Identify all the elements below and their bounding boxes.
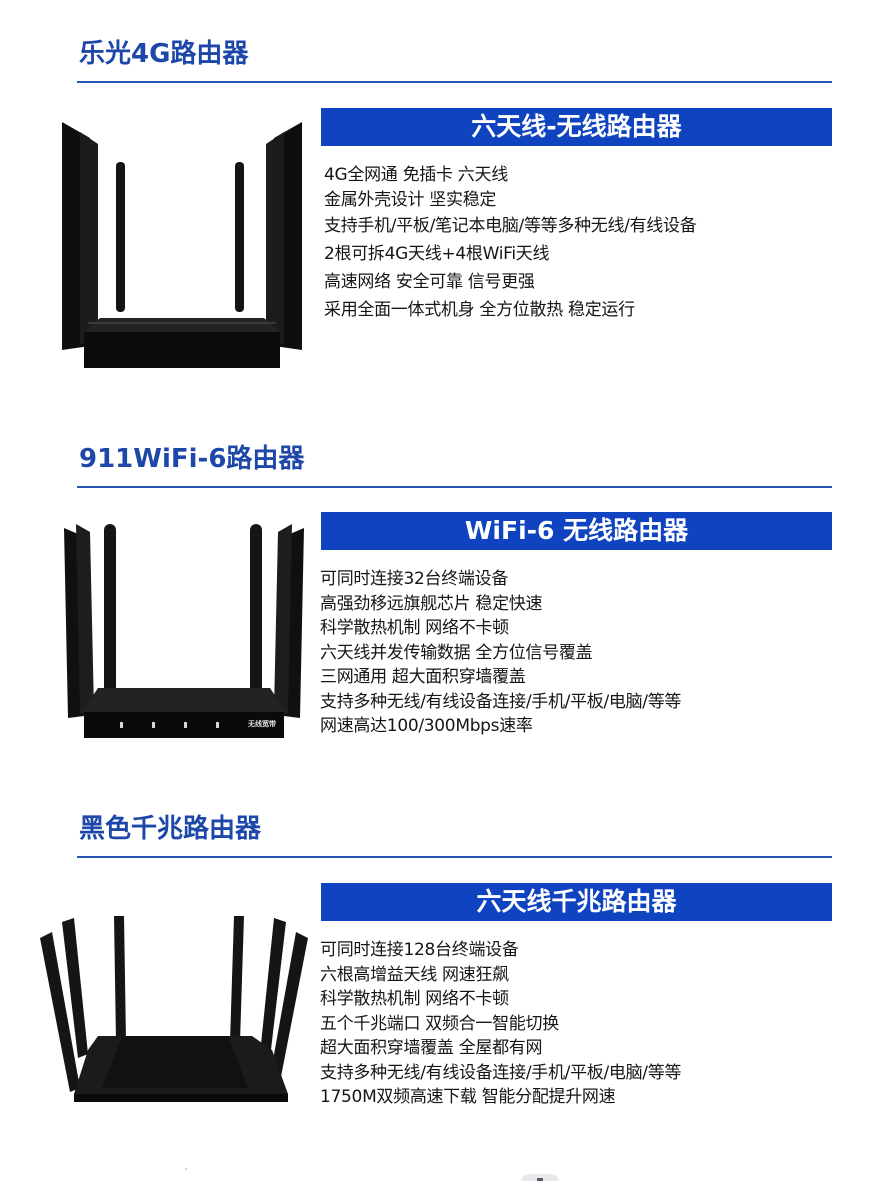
feature-item: 超大面积穿墙覆盖 全屋都有网 — [320, 1038, 543, 1058]
feature-item: 可同时连接32台终端设备 — [320, 569, 509, 589]
section-title: 乐光4G路由器 — [79, 39, 249, 69]
feature-list: 可同时连接128台终端设备 六根高增益天线 网速狂飙 科学散热机制 网络不卡顿 … — [320, 938, 681, 1110]
feature-item: 金属外壳设计 坚实稳定 — [324, 189, 497, 210]
feature-item: 三网通用 超大面积穿墙覆盖 — [320, 667, 526, 687]
router-4g-image — [58, 118, 306, 370]
feature-item: 可同时连接128台终端设备 — [320, 940, 519, 960]
feature-list: 4G全网通 免插卡 六天线 金属外壳设计 坚实稳定 支持手机/平板/笔记本电脑/… — [324, 163, 697, 324]
feature-item: 支持多种无线/有线设备连接/手机/平板/电脑/等等 — [320, 691, 682, 712]
feature-item: 4G全网通 免插卡 六天线 — [324, 165, 508, 185]
feature-item: 1750M双频高速下载 智能分配提升网速 — [320, 1087, 616, 1107]
product-banner: WiFi-6 无线路由器 — [321, 512, 832, 550]
footer-dot — [185, 1168, 187, 1170]
feature-item: 六天线并发传输数据 全方位信号覆盖 — [320, 642, 593, 663]
feature-item: 支持多种无线/有线设备连接/手机/平板/电脑/等等 — [320, 1062, 682, 1083]
feature-item: 支持手机/平板/笔记本电脑/等等多种无线/有线设备 — [324, 216, 697, 236]
section-title: 黑色千兆路由器 — [79, 814, 262, 844]
section-divider — [77, 81, 832, 83]
feature-item: 采用全面一体式机身 全方位散热 稳定运行 — [324, 300, 635, 320]
section-title: 911WiFi-6路由器 — [79, 444, 305, 474]
feature-item: 高速网络 安全可靠 信号更强 — [324, 272, 535, 292]
section-divider — [77, 486, 832, 488]
feature-item: 网速高达100/300Mbps速率 — [320, 716, 533, 736]
section-divider — [77, 856, 832, 858]
router-wifi6-image: 无线宽带 — [62, 522, 306, 740]
page-bottom-tab — [521, 1174, 559, 1181]
router-gigabit-image — [38, 912, 310, 1104]
feature-item: 科学散热机制 网络不卡顿 — [320, 989, 509, 1009]
feature-item: 科学散热机制 网络不卡顿 — [320, 618, 509, 638]
device-brand-label: 无线宽带 — [247, 719, 276, 728]
feature-item: 六根高增益天线 网速狂飙 — [320, 964, 509, 985]
feature-list: 可同时连接32台终端设备 高强劲移远旗舰芯片 稳定快速 科学散热机制 网络不卡顿… — [320, 567, 681, 739]
feature-item: 高强劲移远旗舰芯片 稳定快速 — [320, 593, 543, 614]
product-banner: 六天线千兆路由器 — [321, 883, 832, 921]
feature-item: 五个千兆端口 双频合一智能切换 — [320, 1013, 559, 1034]
feature-item: 2根可拆4G天线+4根WiFi天线 — [324, 244, 550, 264]
product-banner: 六天线-无线路由器 — [321, 108, 832, 146]
